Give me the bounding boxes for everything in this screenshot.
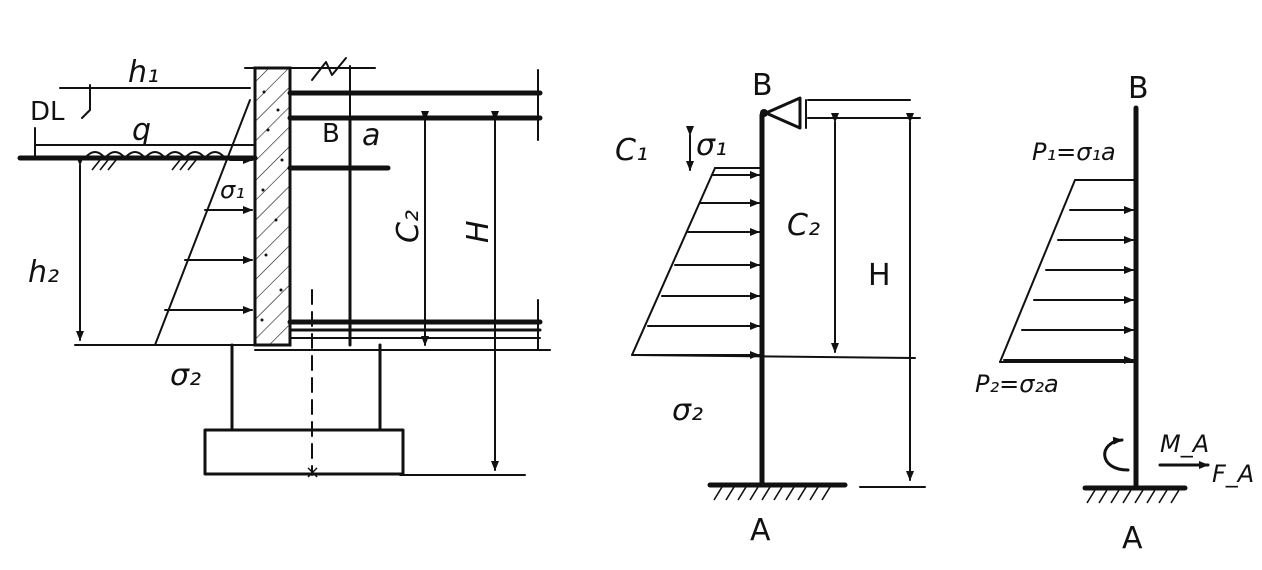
model-load-arrows xyxy=(633,171,760,359)
model-load-envelope xyxy=(631,167,716,356)
label-dl: DL xyxy=(30,97,65,127)
fbd-load-arrows xyxy=(1003,206,1134,364)
label-c2-section: C₂ xyxy=(391,210,426,243)
label-sigma2-section: σ₂ xyxy=(170,358,201,393)
model-node-b xyxy=(760,109,768,117)
label-h-section: H xyxy=(461,220,496,243)
label-sigma1-model: σ₁ xyxy=(696,128,727,163)
break-mark xyxy=(311,57,347,81)
cross-section: × h₁ DL q B a σ₁ h₂ C₂ H σ₂ xyxy=(17,55,551,483)
fbd-moment-ma xyxy=(1103,436,1130,472)
pressure-arrows-section xyxy=(164,156,253,314)
centerline-mark: × xyxy=(305,462,320,483)
label-b-section: B xyxy=(322,119,340,149)
ground-hatch-left xyxy=(91,159,197,171)
label-a-section: a xyxy=(362,118,380,153)
label-ma-fbd: M_A xyxy=(1160,430,1209,458)
label-a-model: A xyxy=(750,513,771,548)
label-a-fbd: A xyxy=(1122,521,1143,556)
label-q: q xyxy=(132,113,151,148)
label-h1: h₁ xyxy=(128,55,159,90)
label-p2-fbd: P₂=σ₂a xyxy=(975,370,1059,398)
model-pin-support xyxy=(764,96,802,130)
surcharge-load-q xyxy=(84,151,226,159)
fbd-load-envelope xyxy=(999,179,1076,363)
pressure-envelope-section xyxy=(154,99,251,346)
label-sigma2-model: σ₂ xyxy=(672,393,703,428)
h1-leader xyxy=(81,84,91,119)
retaining-wall xyxy=(253,66,292,347)
structural-model: B C₁ σ₁ C₂ H σ₂ A xyxy=(615,68,926,548)
label-b-fbd: B xyxy=(1128,71,1149,106)
label-p1-fbd: P₁=σ₁a xyxy=(1032,138,1116,166)
label-sigma1-section: σ₁ xyxy=(220,176,245,204)
footing-base xyxy=(203,428,405,476)
free-body-diagram: B P₁=σ₁a P₂=σ₂a M_A F_A A xyxy=(975,71,1254,556)
label-c2-model: C₂ xyxy=(787,208,820,243)
fbd-ground-hatch xyxy=(1086,489,1180,504)
wall-dots xyxy=(260,90,284,322)
label-c1-model: C₁ xyxy=(615,133,648,168)
footing-stem xyxy=(230,343,382,432)
label-h-model: H xyxy=(868,258,891,293)
model-ground-hatch xyxy=(713,486,831,501)
label-h2: h₂ xyxy=(28,255,59,290)
label-fa-fbd: F_A xyxy=(1212,460,1254,488)
label-b-model: B xyxy=(752,68,773,103)
